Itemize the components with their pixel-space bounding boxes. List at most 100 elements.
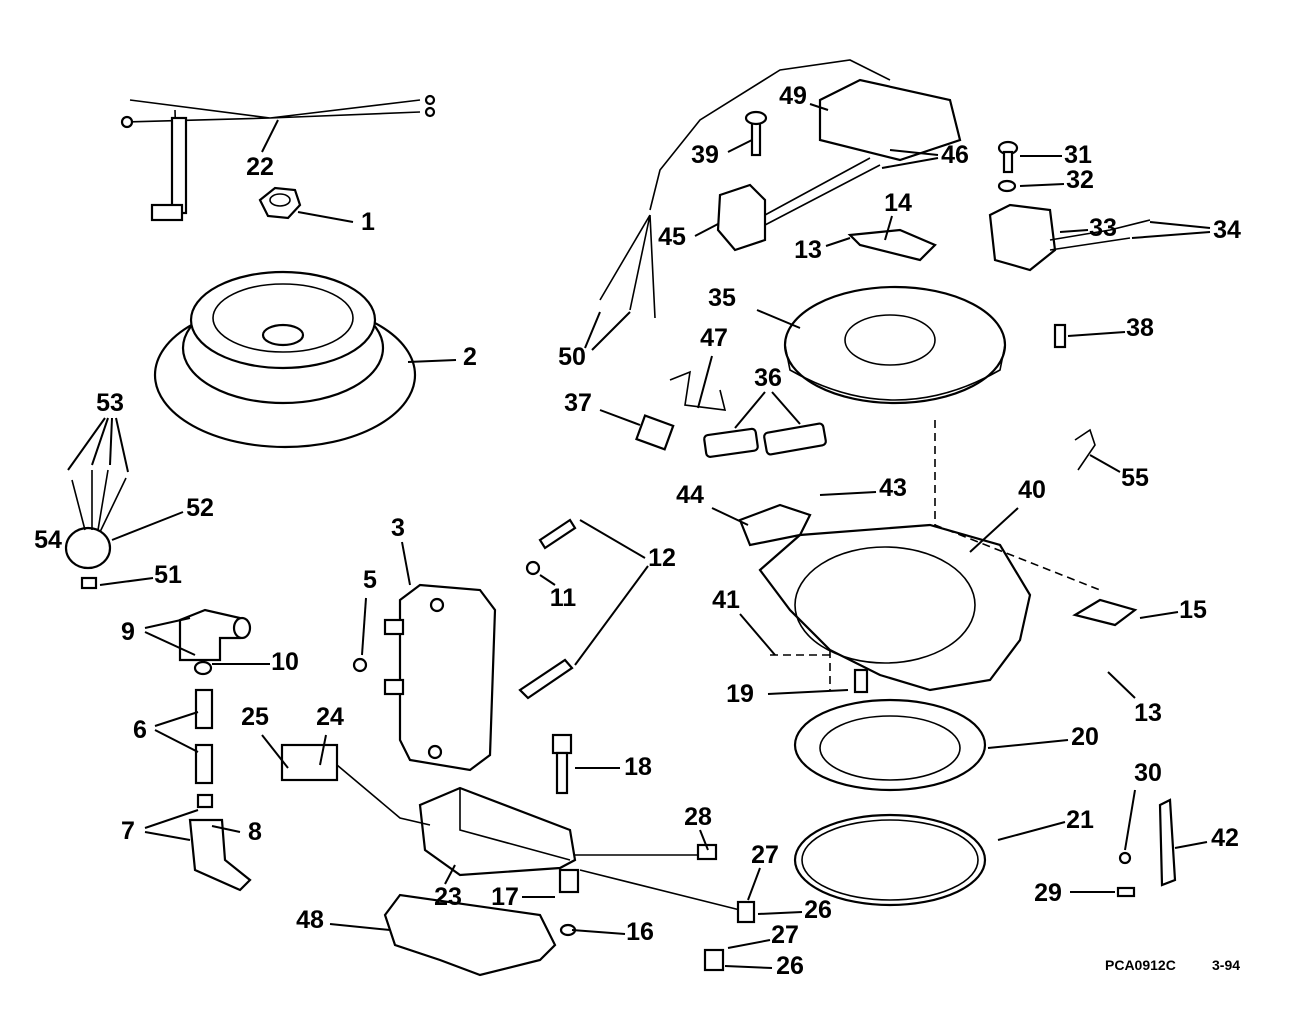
leader-line: [969, 507, 1019, 553]
callout-48: 48: [296, 906, 324, 934]
callout-10: 10: [271, 648, 299, 676]
leader-line: [211, 825, 241, 833]
leader-line: [67, 417, 106, 471]
leader-line: [997, 821, 1066, 841]
part-hoses-small: [635, 370, 827, 458]
callout-26: 26: [776, 952, 804, 980]
part-bracket: [383, 893, 557, 977]
leader-line: [329, 923, 391, 931]
callout-9: 9: [121, 618, 135, 646]
callout-41: 41: [712, 586, 740, 614]
leader-line: [574, 565, 649, 666]
callout-33: 33: [1089, 214, 1117, 242]
part-flywheel-nut: [258, 186, 302, 220]
callout-27: 27: [751, 841, 779, 869]
callout-53: 53: [96, 389, 124, 417]
callout-42: 42: [1211, 824, 1239, 852]
callout-13: 13: [794, 236, 822, 264]
callout-51: 51: [154, 561, 182, 589]
callout-36: 36: [754, 364, 782, 392]
part-terminal-block: [64, 469, 127, 590]
callout-8: 8: [248, 818, 262, 846]
leader-line: [1089, 454, 1121, 473]
parts-drawings: [64, 59, 1177, 977]
callout-18: 18: [624, 753, 652, 781]
callout-52: 52: [186, 494, 214, 522]
callout-34: 34: [1213, 216, 1241, 244]
callout-14: 14: [884, 189, 912, 217]
leader-line: [694, 223, 719, 237]
callout-55: 55: [1121, 464, 1149, 492]
callout-26: 26: [804, 896, 832, 924]
leader-line: [809, 103, 829, 111]
leader-line: [1107, 671, 1136, 699]
leader-line: [99, 577, 154, 586]
callout-40: 40: [1018, 476, 1046, 504]
leader-line: [111, 511, 184, 541]
leader-line: [144, 831, 191, 841]
callout-47: 47: [700, 324, 728, 352]
leader-line: [1067, 331, 1126, 337]
callout-25: 25: [241, 703, 269, 731]
leader-line: [881, 157, 939, 169]
part-stator-plate: [783, 285, 1007, 405]
leader-line: [591, 311, 631, 351]
leader-line: [144, 617, 191, 629]
leader-line: [261, 734, 289, 769]
part-flywheel: [153, 270, 417, 449]
part-armature-plate: [738, 420, 1138, 692]
leader-line: [727, 939, 771, 949]
leader-line: [771, 391, 801, 425]
leader-line: [739, 613, 776, 656]
leader-line: [889, 149, 939, 156]
callout-11: 11: [550, 584, 577, 612]
leader-line: [711, 507, 749, 526]
leader-line: [109, 417, 113, 466]
leader-line: [599, 409, 641, 426]
part-hoses: [178, 608, 252, 892]
callout-20: 20: [1071, 723, 1099, 751]
callout-37: 37: [564, 389, 592, 417]
leader-line: [697, 355, 713, 409]
leader-line: [361, 597, 367, 656]
callout-17: 17: [491, 883, 519, 911]
callout-21: 21: [1066, 806, 1094, 834]
leader-line: [91, 417, 109, 466]
callout-28: 28: [684, 803, 712, 831]
leader-line: [444, 864, 456, 885]
leader-line: [1124, 789, 1136, 851]
callout-43: 43: [879, 474, 907, 502]
callout-15: 15: [1179, 596, 1207, 624]
leader-line: [401, 541, 411, 586]
callout-27: 27: [771, 921, 799, 949]
callout-31: 31: [1064, 141, 1092, 169]
leader-line: [1131, 231, 1211, 239]
leader-line: [154, 729, 199, 753]
callout-22: 22: [246, 153, 274, 181]
part-ignition-coil: [352, 583, 497, 772]
callout-49: 49: [779, 82, 807, 110]
part-sensors: [599, 59, 1151, 471]
callout-46: 46: [941, 141, 969, 169]
callout-54: 54: [34, 526, 62, 554]
callout-3: 3: [391, 514, 405, 542]
date-code: 3-94: [1212, 957, 1240, 973]
leader-line: [584, 311, 601, 349]
callout-39: 39: [691, 141, 719, 169]
leader-line: [407, 359, 457, 363]
leader-line: [756, 309, 801, 329]
leader-line: [1059, 229, 1089, 233]
callout-19: 19: [726, 680, 754, 708]
callout-13: 13: [1134, 699, 1162, 727]
leader-line: [825, 237, 851, 247]
leader-line: [1149, 221, 1211, 229]
callout-38: 38: [1126, 314, 1154, 342]
callout-29: 29: [1034, 879, 1062, 907]
leader-line: [297, 211, 354, 223]
callout-32: 32: [1066, 166, 1094, 194]
leader-line: [1019, 183, 1065, 187]
leader-line: [987, 739, 1069, 749]
leader-line: [819, 491, 877, 496]
leader-line: [261, 119, 279, 153]
